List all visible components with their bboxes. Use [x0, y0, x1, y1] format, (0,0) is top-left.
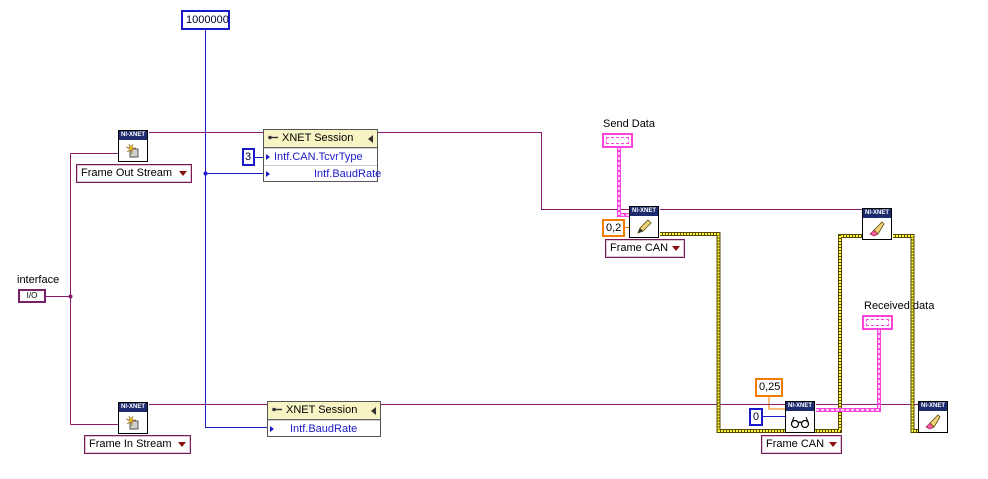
xnet-write-block[interactable]: NI-XNET: [629, 206, 659, 238]
xnet-create-session-icon: [125, 415, 139, 429]
create-in-mode-ring[interactable]: Frame In Stream: [84, 435, 191, 454]
write-mode-ring[interactable]: Frame CAN: [605, 239, 685, 258]
xnet-session-property-node-out[interactable]: XNET Session Intf.CAN.TcvrType Intf.Baud…: [263, 129, 381, 182]
read-timeout-constant[interactable]: 0,25: [755, 378, 783, 397]
xnet-header: NI-XNET: [119, 403, 147, 412]
xnet-create-in-block[interactable]: NI-XNET: [118, 402, 148, 434]
error-wire[interactable]: [660, 232, 918, 433]
xnet-create-out-block[interactable]: NI-XNET: [118, 130, 148, 162]
xnet-write-icon: [637, 218, 652, 234]
xnet-clear-icon: [925, 413, 941, 429]
xnet-clear-out-block[interactable]: NI-XNET: [862, 208, 892, 240]
write-mode-text: Frame CAN: [610, 242, 669, 254]
baud-rate-constant[interactable]: 1000000: [181, 10, 230, 30]
xnet-read-block[interactable]: NI-XNET: [785, 401, 815, 433]
refnum-icon: [272, 407, 282, 412]
property-row[interactable]: Intf.CAN.TcvrType: [264, 148, 377, 165]
create-out-mode-ring[interactable]: Frame Out Stream: [76, 164, 192, 183]
property-node-arrow-icon: [371, 407, 376, 415]
interface-io-control[interactable]: I/O: [18, 289, 46, 303]
create-out-mode-text: Frame Out Stream: [81, 167, 173, 179]
property-row[interactable]: Intf.BaudRate: [264, 165, 381, 182]
send-data-cluster-control[interactable]: [602, 133, 633, 148]
property-node-arrow-icon: [368, 135, 373, 143]
interface-wire[interactable]: [46, 153, 118, 425]
send-data-label: Send Data: [603, 118, 655, 130]
xnet-header: NI-XNET: [919, 402, 947, 411]
interface-label: interface: [17, 274, 60, 286]
xnet-header: NI-XNET: [630, 207, 658, 216]
chevron-down-icon[interactable]: [829, 442, 837, 447]
property-node-title: XNET Session: [282, 132, 354, 144]
baud-rate-wire-junction: [203, 171, 208, 176]
xnet-clear-in-block[interactable]: NI-XNET: [918, 401, 948, 433]
session-out-wire[interactable]: [149, 132, 862, 210]
xnet-header: NI-XNET: [863, 209, 891, 218]
tcvr-type-constant[interactable]: 3: [242, 148, 255, 166]
property-row[interactable]: Intf.BaudRate: [268, 420, 380, 437]
chevron-down-icon[interactable]: [672, 246, 680, 251]
write-timeout-constant[interactable]: 0,2: [602, 219, 625, 237]
xnet-session-property-node-in[interactable]: XNET Session Intf.BaudRate: [267, 401, 381, 437]
xnet-clear-icon: [869, 220, 885, 236]
refnum-icon: [268, 135, 278, 140]
read-mode-text: Frame CAN: [766, 438, 825, 450]
read-count-constant[interactable]: 0: [749, 408, 763, 426]
baud-rate-wire[interactable]: [205, 30, 268, 428]
xnet-create-session-icon: [125, 143, 139, 157]
property-node-title: XNET Session: [286, 404, 358, 416]
received-data-wire[interactable]: [816, 329, 881, 412]
received-data-cluster-indicator: [862, 315, 893, 330]
xnet-header: NI-XNET: [119, 131, 147, 140]
create-in-mode-text: Frame In Stream: [89, 438, 172, 450]
chevron-down-icon[interactable]: [179, 171, 187, 176]
chevron-down-icon[interactable]: [178, 442, 186, 447]
xnet-read-icon: [790, 416, 810, 428]
send-data-wire[interactable]: [617, 147, 629, 217]
read-timeout-wire[interactable]: [768, 396, 785, 410]
interface-io-text: I/O: [26, 291, 38, 300]
interface-wire-junction: [68, 294, 73, 299]
received-data-label: Received data: [864, 300, 935, 312]
read-mode-ring[interactable]: Frame CAN: [761, 435, 842, 454]
xnet-header: NI-XNET: [786, 402, 814, 411]
